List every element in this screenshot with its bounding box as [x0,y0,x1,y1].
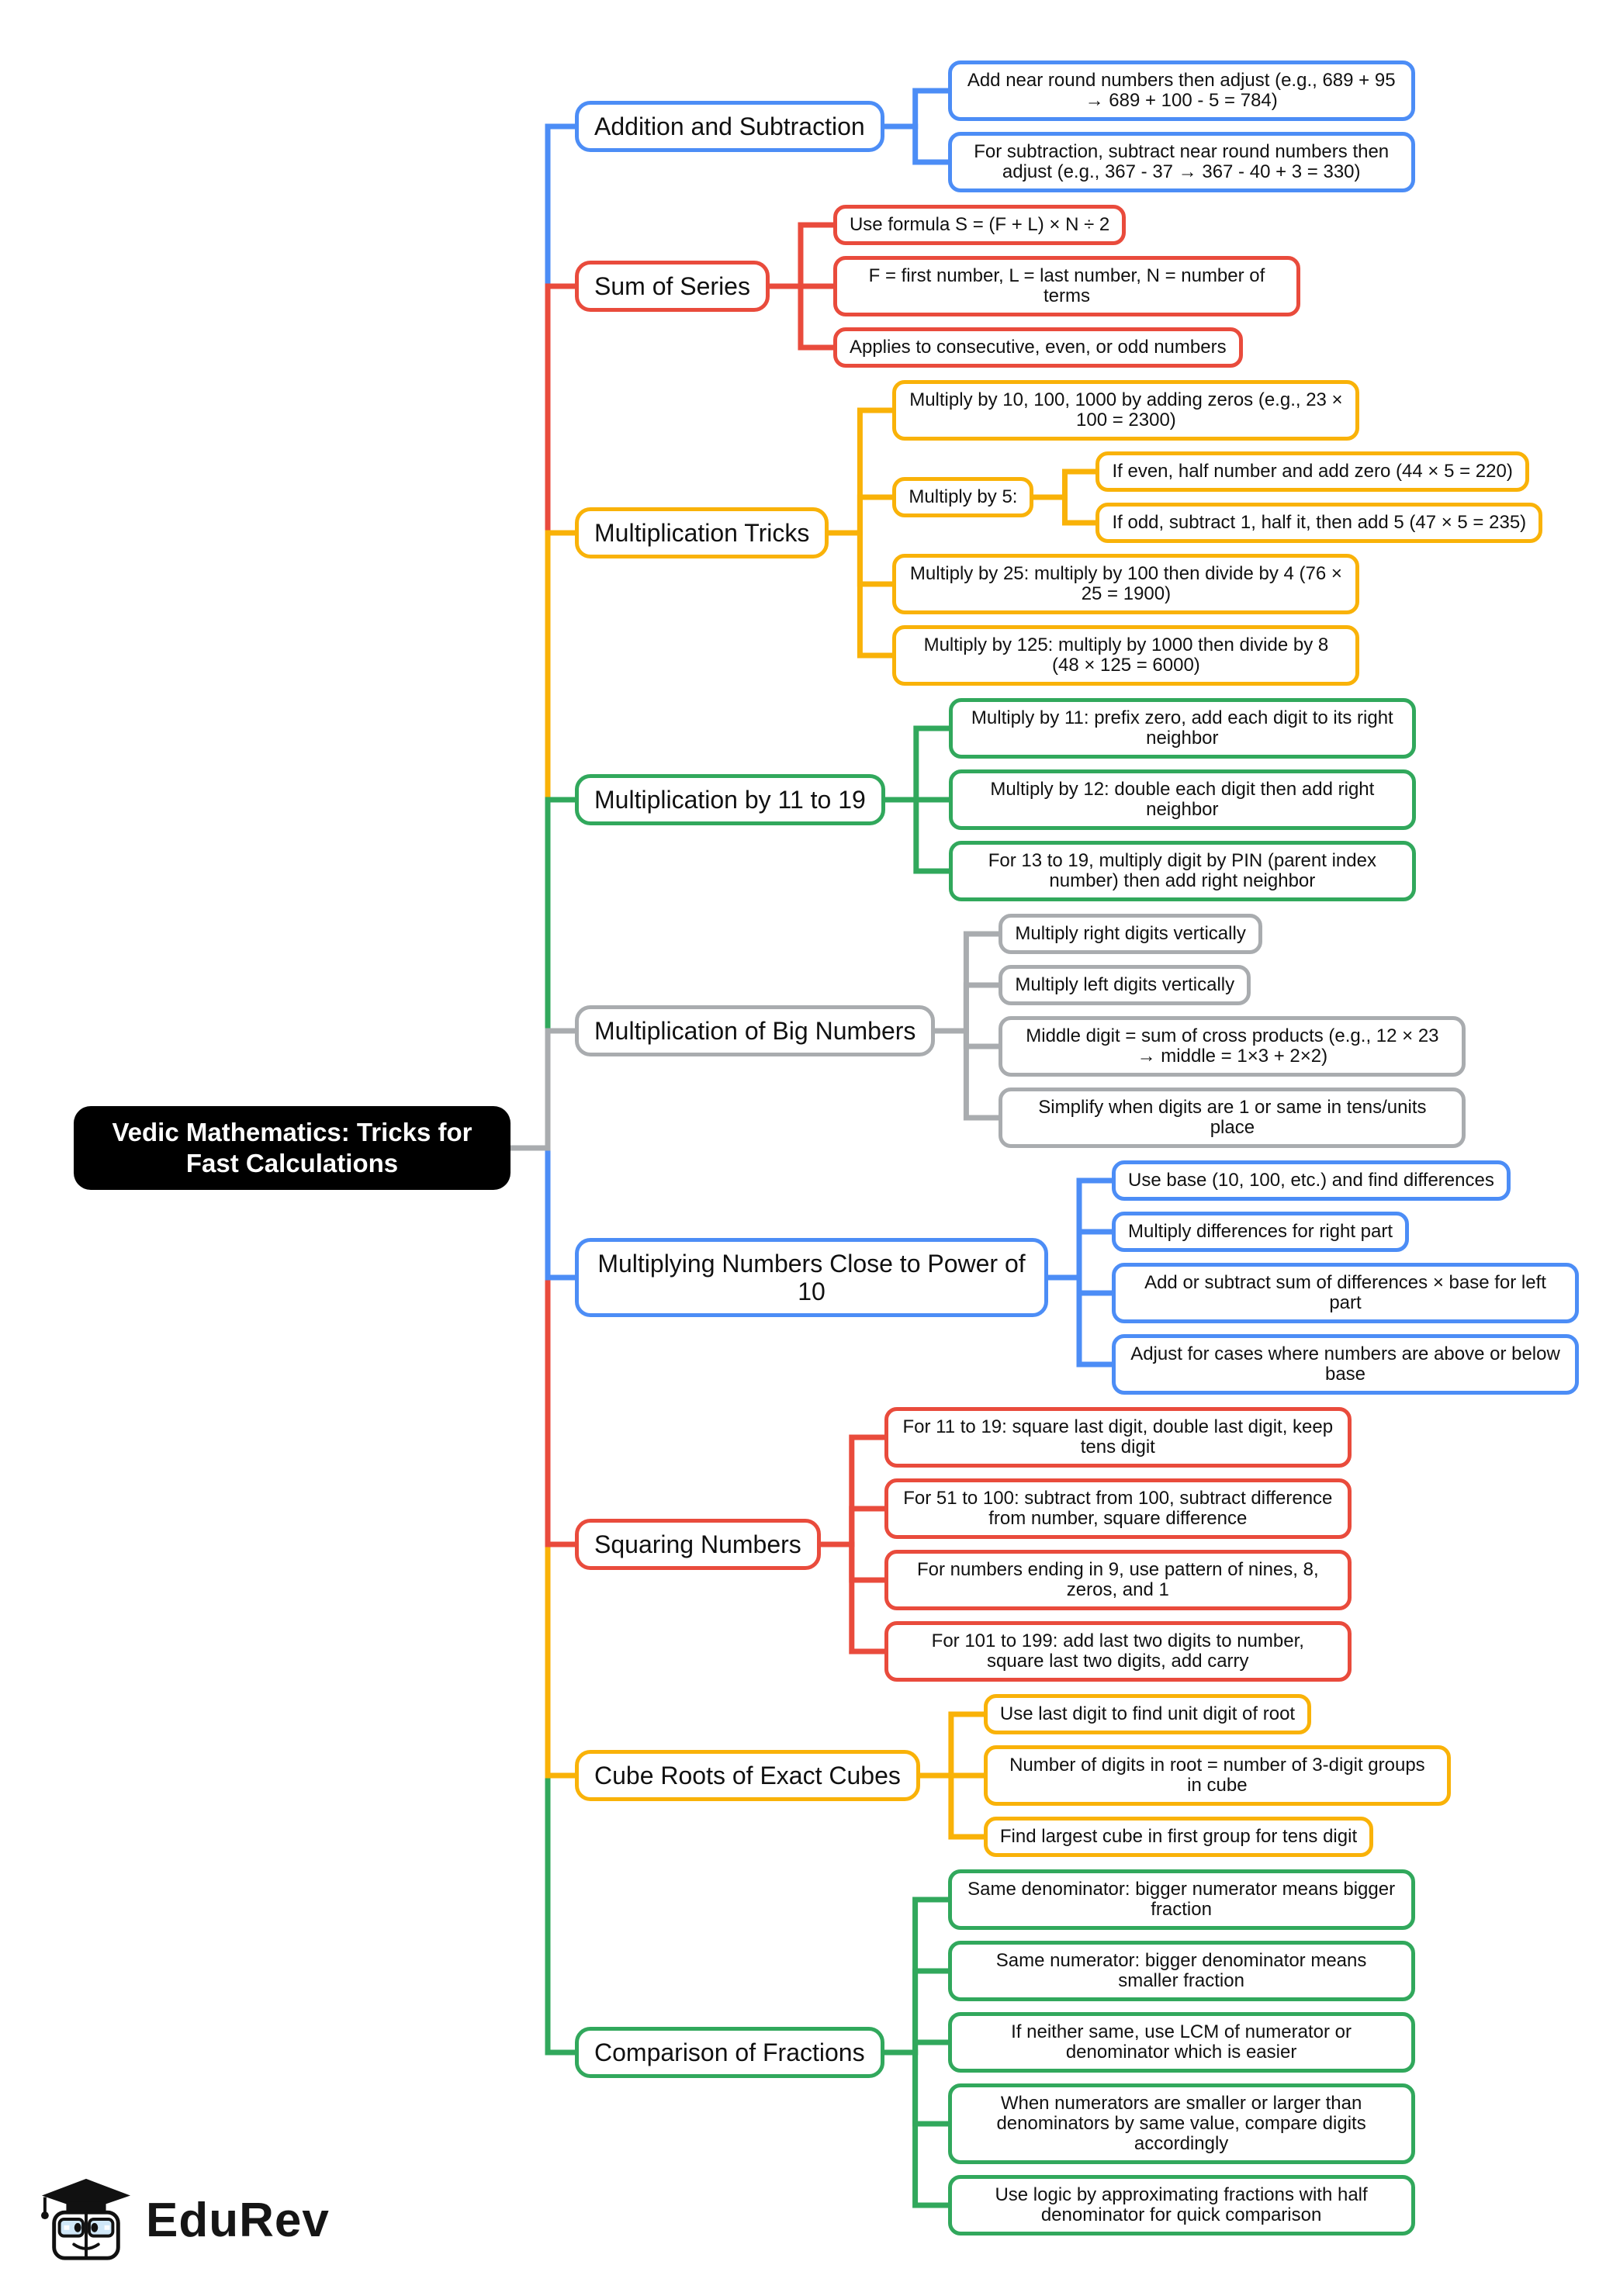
detail-node: For 11 to 19: square last digit, double … [884,1407,1352,1468]
subtopic-node-multiply-by-5: Multiply by 5: [892,477,1034,517]
root-topic-node: Vedic Mathematics: Tricks for Fast Calcu… [74,1106,511,1190]
detail-node: If even, half number and add zero (44 × … [1095,451,1529,492]
children-of-multiplication-by-11-to-19: Multiply by 11: prefix zero, add each di… [948,698,1416,901]
detail-node: F = first number, L = last number, N = n… [832,256,1300,316]
detail-node: Applies to consecutive, even, or odd num… [832,327,1243,368]
detail-node: For 101 to 199: add last two digits to n… [884,1621,1352,1682]
detail-node: For 51 to 100: subtract from 100, subtra… [884,1478,1352,1539]
detail-node: Multiply right digits vertically [999,914,1262,954]
detail-node: Add near round numbers then adjust (e.g.… [947,61,1415,121]
branch-row-cube-roots-of-exact-cubes: Cube Roots of Exact Cubes Use last digit … [575,1694,1579,1857]
detail-node: For subtraction, subtract near round num… [947,132,1415,192]
detail-node: Same denominator: bigger numerator means… [947,1869,1415,1930]
detail-node: Multiply left digits vertically [999,965,1251,1005]
detail-node: For numbers ending in 9, use pattern of … [884,1550,1352,1610]
detail-node: Use base (10, 100, etc.) and find differ… [1112,1160,1511,1201]
branch-label-sum-of-series: Sum of Series [575,261,770,312]
detail-node: Adjust for cases where numbers are above… [1112,1334,1579,1395]
detail-node: Multiply by 11: prefix zero, add each di… [948,698,1416,759]
detail-node: Number of digits in root = number of 3-d… [983,1745,1451,1806]
branch-row-multiplication-tricks: Multiplication Tricks Multiply by 10, 100… [575,380,1579,686]
detail-node: When numerators are smaller or larger th… [947,2083,1415,2164]
detail-node: Find largest cube in first group for ten… [983,1817,1374,1857]
detail-node: If odd, subtract 1, half it, then add 5 … [1095,503,1543,543]
detail-node: Multiply by 25: multiply by 100 then div… [892,554,1360,614]
children-of-comparison-of-fractions: Same denominator: bigger numerator means… [947,1869,1415,2235]
detail-node: Multiply by 125: multiply by 1000 then d… [892,625,1360,686]
detail-node: If neither same, use LCM of numerator or… [947,2012,1415,2073]
subchildren-of-multiply-by-5: If even, half number and add zero (44 × … [1095,451,1543,543]
branches-container: Addition and Subtraction Add near round n… [575,61,1579,2235]
branch-label-addition-and-subtraction: Addition and Subtraction [575,101,884,152]
children-of-cube-roots-of-exact-cubes: Use last digit to find unit digit of roo… [983,1694,1451,1857]
branch-row-multiplication-of-big-numbers: Multiplication of Big Numbers Multiply ri… [575,914,1579,1148]
children-of-squaring-numbers: For 11 to 19: square last digit, double … [884,1407,1352,1682]
detail-node: Multiply differences for right part [1112,1212,1410,1252]
branch-row-addition-and-subtraction: Addition and Subtraction Add near round n… [575,61,1579,192]
branch-label-multiplication-tricks: Multiplication Tricks [575,507,829,558]
branch-row-multiplying-numbers-close-to-power-of-10: Multiplying Numbers Close to Power of 10… [575,1160,1579,1395]
children-of-addition-and-subtraction: Add near round numbers then adjust (e.g.… [947,61,1415,192]
branch-row-sum-of-series: Sum of Series Use formula S = (F + L) × N… [575,205,1579,368]
detail-node: Simplify when digits are 1 or same in te… [999,1087,1466,1148]
branch-label-multiplication-of-big-numbers: Multiplication of Big Numbers [575,1005,936,1056]
detail-node: Use logic by approximating fractions wit… [947,2175,1415,2235]
branch-label-multiplication-by-11-to-19: Multiplication by 11 to 19 [575,774,885,825]
edurev-logo-text: EduRev [146,2193,330,2247]
branch-label-squaring-numbers: Squaring Numbers [575,1519,821,1570]
children-of-sum-of-series: Use formula S = (F + L) × N ÷ 2 F = first… [832,205,1300,368]
detail-node: Middle digit = sum of cross products (e.… [999,1016,1466,1077]
detail-node: Same numerator: bigger denominator means… [947,1941,1415,2001]
branch-row-squaring-numbers: Squaring Numbers For 11 to 19: square las… [575,1407,1579,1682]
children-of-multiplying-numbers-close-to-power-of-10: Use base (10, 100, etc.) and find differ… [1112,1160,1579,1395]
edurev-logo: EduRev [40,2177,330,2263]
detail-node: Use last digit to find unit digit of roo… [983,1694,1312,1734]
detail-node: Multiply by 10, 100, 1000 by adding zero… [892,380,1360,441]
children-of-multiplication-tricks: Multiply by 10, 100, 1000 by adding zero… [892,380,1543,686]
detail-node: Add or subtract sum of differences × bas… [1112,1263,1579,1323]
subtopic-row-multiply-by-5: Multiply by 5: If even, half number and a… [892,451,1543,543]
branch-label-cube-roots-of-exact-cubes: Cube Roots of Exact Cubes [575,1750,920,1801]
edurev-mascot-icon [40,2178,131,2260]
detail-node: For 13 to 19, multiply digit by PIN (par… [948,841,1416,901]
branch-label-multiplying-numbers-close-to-power-of-10: Multiplying Numbers Close to Power of 10 [575,1238,1048,1317]
branch-label-comparison-of-fractions: Comparison of Fractions [575,2027,884,2078]
detail-node: Multiply by 12: double each digit then a… [948,769,1416,830]
branch-row-comparison-of-fractions: Comparison of Fractions Same denominator:… [575,1869,1579,2235]
branch-row-multiplication-by-11-to-19: Multiplication by 11 to 19 Multiply by 11… [575,698,1579,901]
detail-node: Use formula S = (F + L) × N ÷ 2 [832,205,1127,245]
